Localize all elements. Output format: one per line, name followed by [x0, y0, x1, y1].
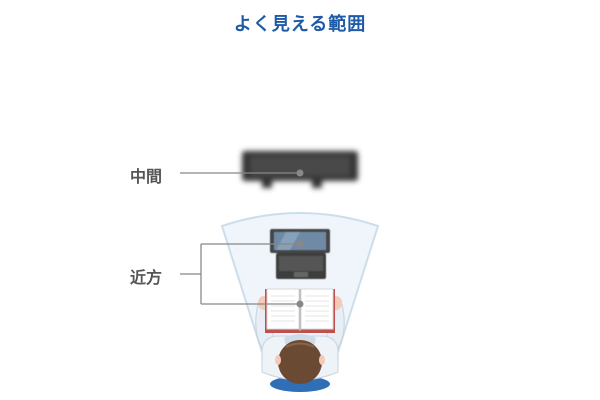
label-middle-distance: 中間 [130, 167, 163, 186]
laptop-icon [270, 229, 330, 279]
label-near-distance: 近方 [130, 268, 163, 287]
person-top-view-icon [261, 334, 339, 392]
page-title: よく見える範囲 [233, 14, 367, 35]
open-book-icon [265, 288, 335, 333]
leader-line-middle [180, 169, 304, 177]
leader-line-near [180, 240, 304, 308]
